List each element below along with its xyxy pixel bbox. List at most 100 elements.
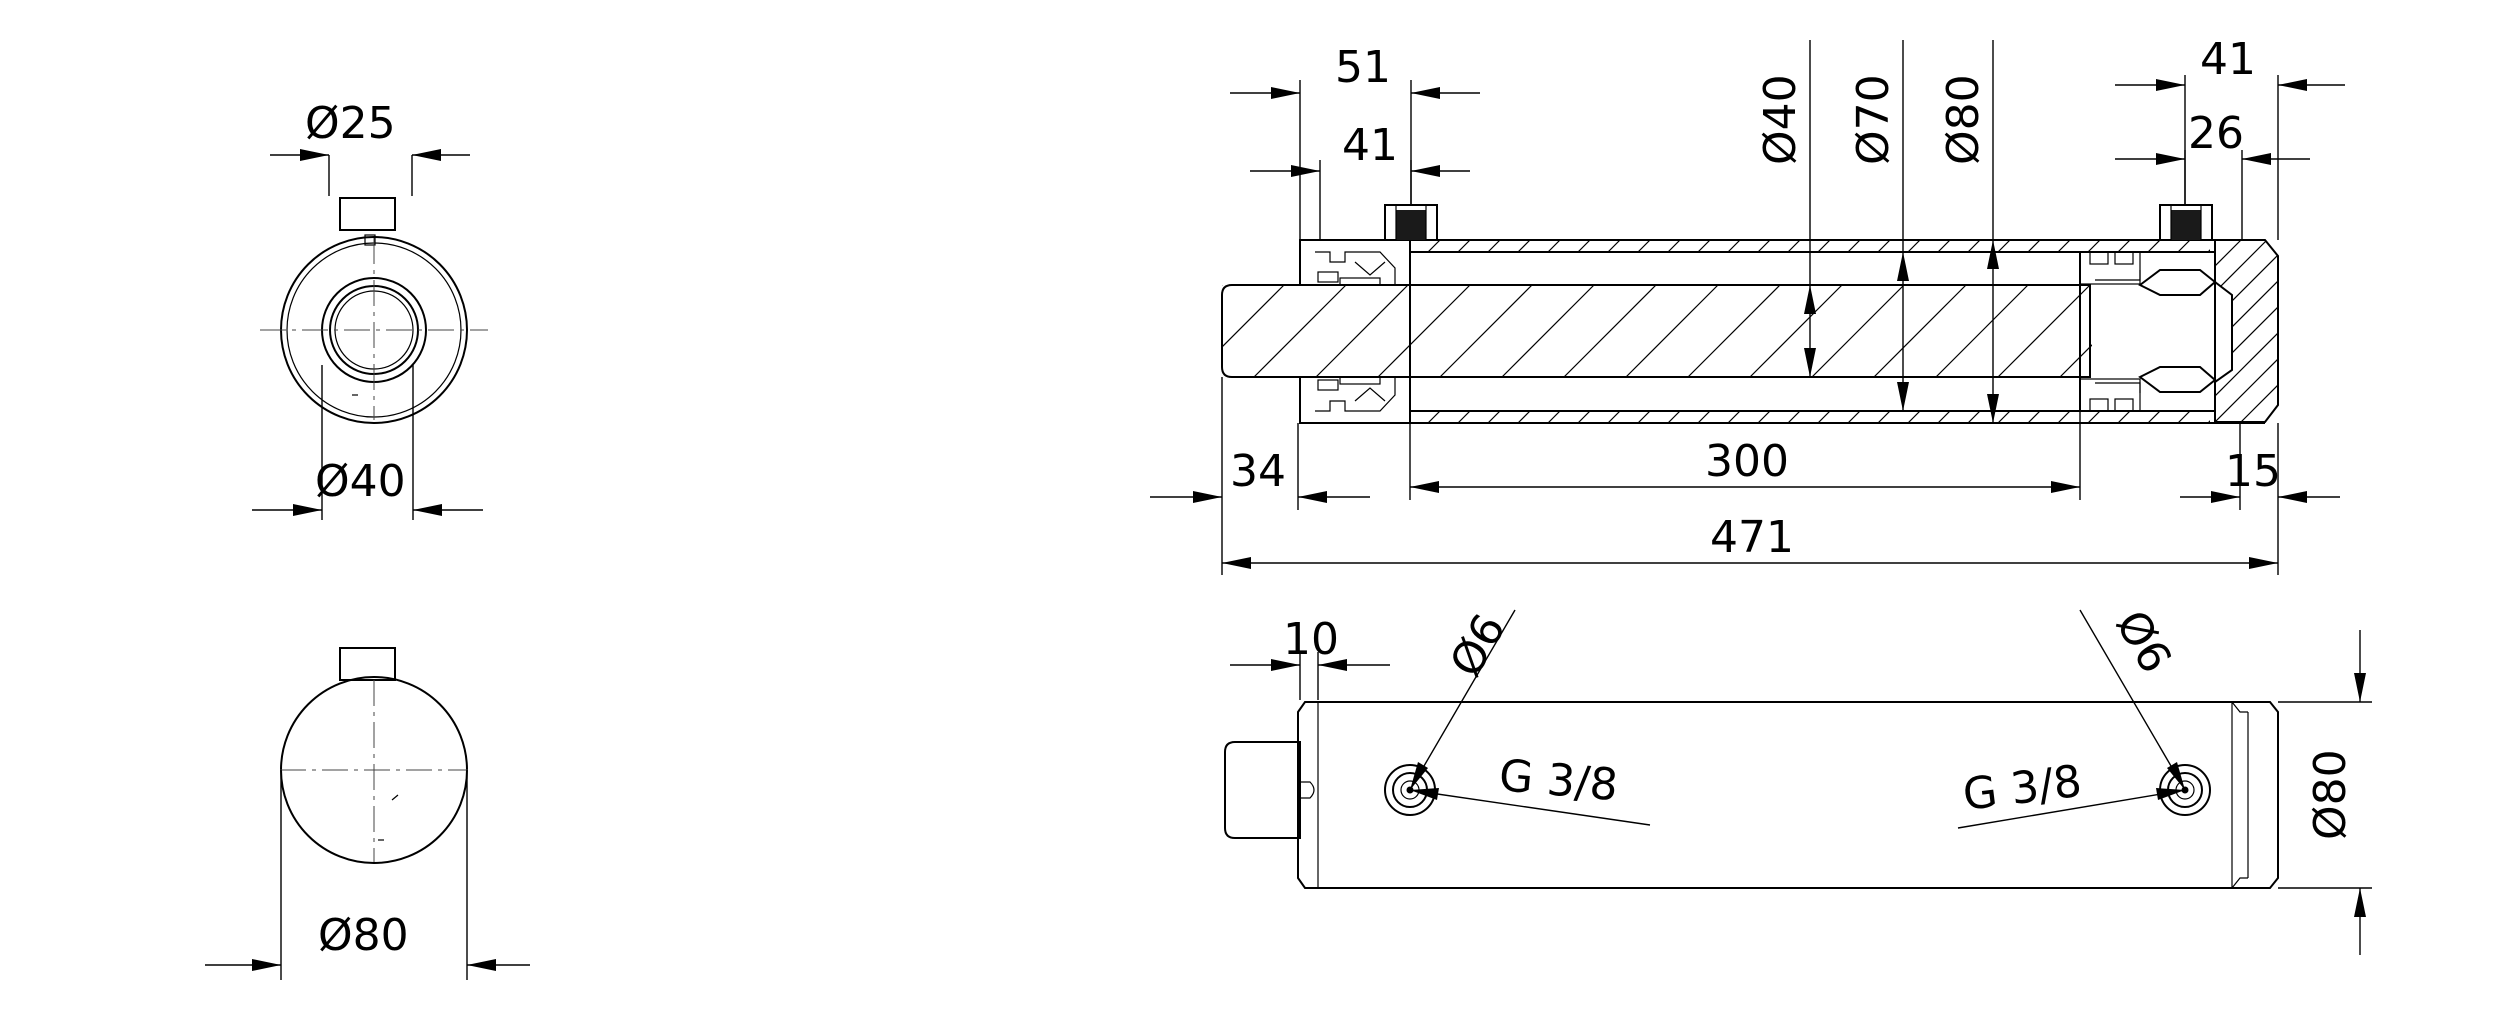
dim-stroke-300: 300 bbox=[1409, 411, 2081, 500]
dim-bore-dia-70: Ø70 bbox=[1848, 40, 1909, 411]
thread-relief bbox=[1300, 781, 1315, 799]
hatch-line bbox=[1410, 240, 1411, 241]
port-fitting bbox=[339, 647, 396, 681]
hatch-line bbox=[2087, 411, 2101, 423]
dim-text: G 3/8 bbox=[1960, 756, 2084, 821]
hatch-line bbox=[2177, 240, 2191, 252]
dim-text: 26 bbox=[2188, 108, 2244, 159]
dim-side-outer-dia-80: Ø80 bbox=[2278, 630, 2372, 955]
dim-text: Ø40 bbox=[315, 456, 406, 507]
front-port-fitting bbox=[1384, 204, 1438, 241]
hatch-line bbox=[1517, 240, 1531, 252]
dim-port-thread-left: G 3/8 bbox=[1409, 750, 1651, 826]
dim-text: Ø40 bbox=[1755, 74, 1806, 165]
hatch-line bbox=[1937, 240, 1951, 252]
hatch-line bbox=[2057, 411, 2071, 423]
hatch-line bbox=[2266, 240, 2278, 422]
dim-text: 15 bbox=[2225, 446, 2281, 497]
hatch-line bbox=[1757, 240, 1771, 252]
hatch-line bbox=[2397, 240, 2510, 422]
dim-gland-length-41: 41 bbox=[1250, 120, 1470, 240]
hatch-line bbox=[1847, 240, 1861, 252]
hatch-line bbox=[2215, 240, 2278, 422]
hatch-line bbox=[1817, 240, 1831, 252]
hatch-line bbox=[2177, 411, 2191, 423]
dim-text: Ø25 bbox=[305, 98, 396, 149]
dim-text: Ø80 bbox=[2305, 749, 2356, 840]
hatch-line bbox=[2147, 240, 2161, 252]
hatch-line bbox=[2423, 240, 2510, 422]
hatch-line bbox=[1727, 240, 1741, 252]
hatch-line bbox=[1563, 285, 1657, 377]
hatch-line bbox=[1811, 285, 1905, 377]
hatch-line bbox=[2117, 240, 2131, 252]
dim-rear-cap-length-26: 26 bbox=[2115, 108, 2310, 240]
hatch-line bbox=[2215, 240, 2278, 422]
hatch-line bbox=[1222, 285, 1223, 286]
piston-rod bbox=[1221, 284, 2091, 378]
hatch-line bbox=[1687, 285, 1781, 377]
front-gland bbox=[1299, 239, 1411, 424]
hatch-line bbox=[1607, 240, 1621, 252]
hatch-line bbox=[2027, 240, 2041, 252]
hatch-line bbox=[2215, 240, 2242, 422]
hatch-line bbox=[2215, 240, 2268, 422]
hatch-line bbox=[1787, 240, 1801, 252]
rear-cap bbox=[2214, 239, 2510, 423]
hatch-line bbox=[1607, 411, 1621, 423]
dim-rod-dia-40: Ø40 bbox=[1755, 40, 1816, 377]
hatch-line bbox=[1877, 411, 1891, 423]
tube-bot-hatch bbox=[1410, 411, 2210, 423]
hatch-line bbox=[2449, 240, 2510, 422]
hatch-line bbox=[2147, 411, 2161, 423]
dim-text: 471 bbox=[1710, 512, 1794, 563]
hatch-line bbox=[1907, 411, 1921, 423]
dim-front-ring-10: 10 bbox=[1230, 614, 1390, 700]
hatch-line bbox=[1487, 240, 1501, 252]
hatch-line bbox=[2371, 240, 2510, 422]
hatch-line bbox=[2027, 411, 2041, 423]
hatch-line bbox=[2319, 240, 2501, 422]
hatch-line bbox=[1697, 240, 1711, 252]
dim-text: Ø6 bbox=[2105, 602, 2180, 682]
dim-outer-dia-80: Ø80 bbox=[205, 770, 530, 980]
rod-hatch bbox=[1222, 285, 2092, 377]
hatch-line bbox=[1637, 240, 1651, 252]
hatch-line bbox=[1937, 411, 1951, 423]
tube-top-hatch bbox=[1410, 240, 2210, 252]
hatch-line bbox=[2057, 240, 2071, 252]
hatch-line bbox=[1997, 411, 2011, 423]
hatch-line bbox=[1697, 411, 1711, 423]
hatch-line bbox=[2215, 240, 2278, 422]
rod-stub bbox=[1224, 741, 1301, 839]
hatch-line bbox=[2059, 344, 2092, 377]
hatch-line bbox=[1637, 411, 1651, 423]
hatch-line bbox=[2293, 240, 2475, 422]
hatch-line bbox=[1501, 285, 1595, 377]
hatch-line bbox=[1967, 411, 1981, 423]
hatch-line bbox=[1427, 240, 1441, 252]
hatch-line bbox=[1749, 285, 1843, 377]
port-fitting bbox=[339, 197, 396, 231]
dim-bore-dia-40: Ø40 bbox=[252, 365, 483, 520]
hatch-line bbox=[1547, 240, 1561, 252]
hatch-line bbox=[1457, 240, 1471, 252]
hatch-line bbox=[1315, 285, 1409, 377]
hatch-line bbox=[1727, 411, 1741, 423]
end-view-rod-side: Ø25 Ø40 bbox=[252, 98, 488, 520]
hatch-line bbox=[1457, 411, 1471, 423]
dim-text: Ø80 bbox=[318, 910, 409, 961]
hatch-line bbox=[2240, 240, 2278, 422]
hatch-line bbox=[1907, 240, 1921, 252]
port-hole bbox=[364, 234, 376, 246]
end-view-cap-side: Ø80 bbox=[205, 647, 530, 980]
section-view: 51 41 Ø40 Ø70 Ø80 bbox=[1150, 34, 2510, 575]
dim-text: Ø6 bbox=[1440, 606, 1515, 686]
hatch-line bbox=[1847, 411, 1861, 423]
rear-port-fitting bbox=[2159, 204, 2213, 241]
dim-text: 34 bbox=[1230, 446, 1286, 497]
dim-total-length-471: 471 bbox=[1222, 512, 2278, 569]
hatch-line bbox=[1439, 285, 1533, 377]
hatch-line bbox=[1997, 240, 2011, 252]
